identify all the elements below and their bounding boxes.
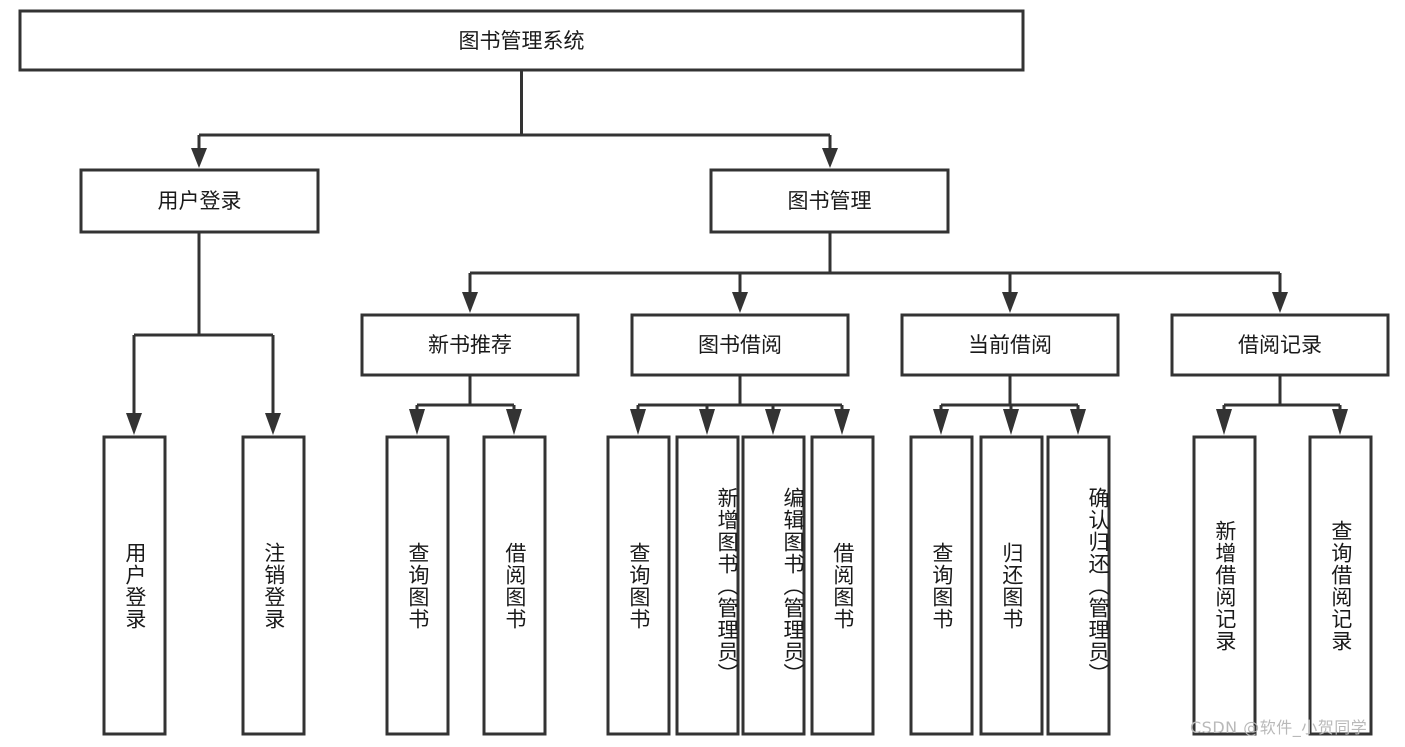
node-book-manage[interactable]: 图书管理: [709, 168, 950, 234]
node-leaf-logout-login-box[interactable]: [241, 435, 306, 736]
connector-borrow-record-to-leaves: [1216, 375, 1348, 435]
node-book-borrow-box[interactable]: [630, 313, 850, 377]
arrow-head-icon: [126, 413, 142, 435]
node-leaf-bb-edit-book-box[interactable]: [741, 435, 806, 736]
node-root-label: 图书管理系统: [459, 29, 585, 53]
node-book-borrow[interactable]: 图书借阅: [630, 313, 850, 377]
arrow-head-icon: [265, 413, 281, 435]
arrow-head-icon: [462, 292, 478, 313]
connector-new-book-rec-to-leaves: [409, 375, 522, 435]
arrow-head-icon: [409, 409, 425, 435]
node-current-borrow-box[interactable]: [900, 313, 1120, 377]
arrow-head-icon: [933, 409, 949, 435]
node-leaf-bb-query-book-box[interactable]: [606, 435, 671, 736]
arrow-head-icon: [1003, 409, 1019, 435]
node-borrow-record[interactable]: 借阅记录: [1170, 313, 1390, 377]
connector-book-manage-to-level3: [462, 232, 1288, 313]
node-leaf-nb-query-book-box[interactable]: [385, 435, 450, 736]
node-leaf-cb-query-book-box[interactable]: [909, 435, 974, 736]
node-book-manage-box[interactable]: [709, 168, 950, 234]
node-leaf-user-login-box[interactable]: [102, 435, 167, 736]
node-new-book-rec[interactable]: 新书推荐: [360, 313, 580, 377]
node-new-book-rec-label: 新书推荐: [428, 333, 512, 357]
node-leaf-br-query-record-box[interactable]: [1308, 435, 1373, 736]
arrow-head-icon: [732, 292, 748, 313]
node-leaf-cb-confirm-return-box[interactable]: [1046, 435, 1111, 736]
arrow-head-icon: [630, 409, 646, 435]
arrow-head-icon: [834, 409, 850, 435]
arrow-head-icon: [191, 148, 207, 168]
node-current-borrow-label: 当前借阅: [968, 333, 1052, 357]
node-book-borrow-label: 图书借阅: [698, 333, 782, 357]
connector-user-login-to-leaves: [126, 232, 281, 435]
node-book-manage-label: 图书管理: [788, 189, 872, 213]
arrow-head-icon: [1216, 409, 1232, 435]
node-user-login[interactable]: 用户登录: [79, 168, 320, 234]
connector-root-to-level2: [191, 70, 838, 168]
connector-current-borrow-to-leaves: [933, 375, 1086, 435]
leaf-boxes: [102, 435, 1373, 736]
node-leaf-nb-borrow-book-box[interactable]: [482, 435, 547, 736]
arrow-head-icon: [765, 409, 781, 435]
node-user-login-box[interactable]: [79, 168, 320, 234]
arrow-head-icon: [1002, 292, 1018, 313]
node-current-borrow[interactable]: 当前借阅: [900, 313, 1120, 377]
node-leaf-bb-add-book-box[interactable]: [675, 435, 740, 736]
arrow-head-icon: [1332, 409, 1348, 435]
node-leaf-cb-return-book-box[interactable]: [979, 435, 1044, 736]
arrow-head-icon: [699, 409, 715, 435]
node-borrow-record-label: 借阅记录: [1238, 333, 1322, 357]
node-leaf-br-add-record-box[interactable]: [1192, 435, 1257, 736]
node-user-login-label: 用户登录: [158, 189, 242, 213]
node-leaf-bb-borrow-book-box[interactable]: [810, 435, 875, 736]
node-borrow-record-box[interactable]: [1170, 313, 1390, 377]
node-root[interactable]: 图书管理系统: [18, 9, 1025, 72]
connector-book-borrow-to-leaves: [630, 375, 850, 435]
node-root-box[interactable]: [18, 9, 1025, 72]
csdn-watermark: CSDN @软件_小贺同学: [1190, 718, 1368, 737]
arrow-head-icon: [822, 148, 838, 168]
arrow-head-icon: [1070, 409, 1086, 435]
arrow-head-icon: [1272, 292, 1288, 313]
node-new-book-rec-box[interactable]: [360, 313, 580, 377]
arrow-head-icon: [506, 409, 522, 435]
